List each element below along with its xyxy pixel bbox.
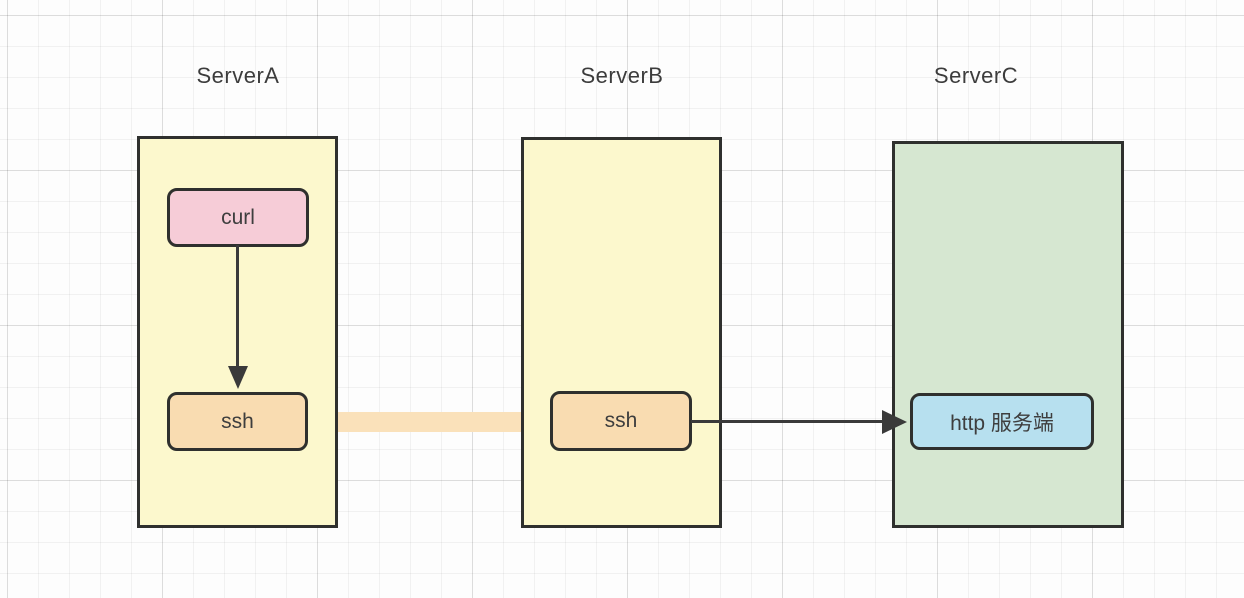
node-http-server: http 服务端: [910, 393, 1094, 450]
server-c-container: [892, 141, 1124, 528]
server-a-title: ServerA: [196, 63, 280, 88]
server-c-title: ServerC: [933, 63, 1019, 88]
arrow-curl-to-ssh-line: [236, 245, 239, 368]
node-ssh-server-b: ssh: [550, 391, 692, 451]
connector-band-sshA-to-sshB: [305, 412, 522, 432]
node-http-label: http 服务端: [950, 411, 1054, 435]
arrow-sshB-to-http-head-icon: [882, 410, 907, 434]
node-curl-label: curl: [221, 205, 255, 229]
server-b-title: ServerB: [580, 63, 664, 88]
node-ssh-server-a: ssh: [167, 392, 308, 451]
arrow-curl-to-ssh-head-icon: [228, 366, 248, 389]
node-curl: curl: [167, 188, 309, 247]
arrow-sshB-to-http-line: [691, 420, 884, 423]
node-ssh-b-label: ssh: [604, 409, 638, 432]
node-ssh-a-label: ssh: [221, 409, 254, 433]
server-b-container: [521, 137, 722, 528]
